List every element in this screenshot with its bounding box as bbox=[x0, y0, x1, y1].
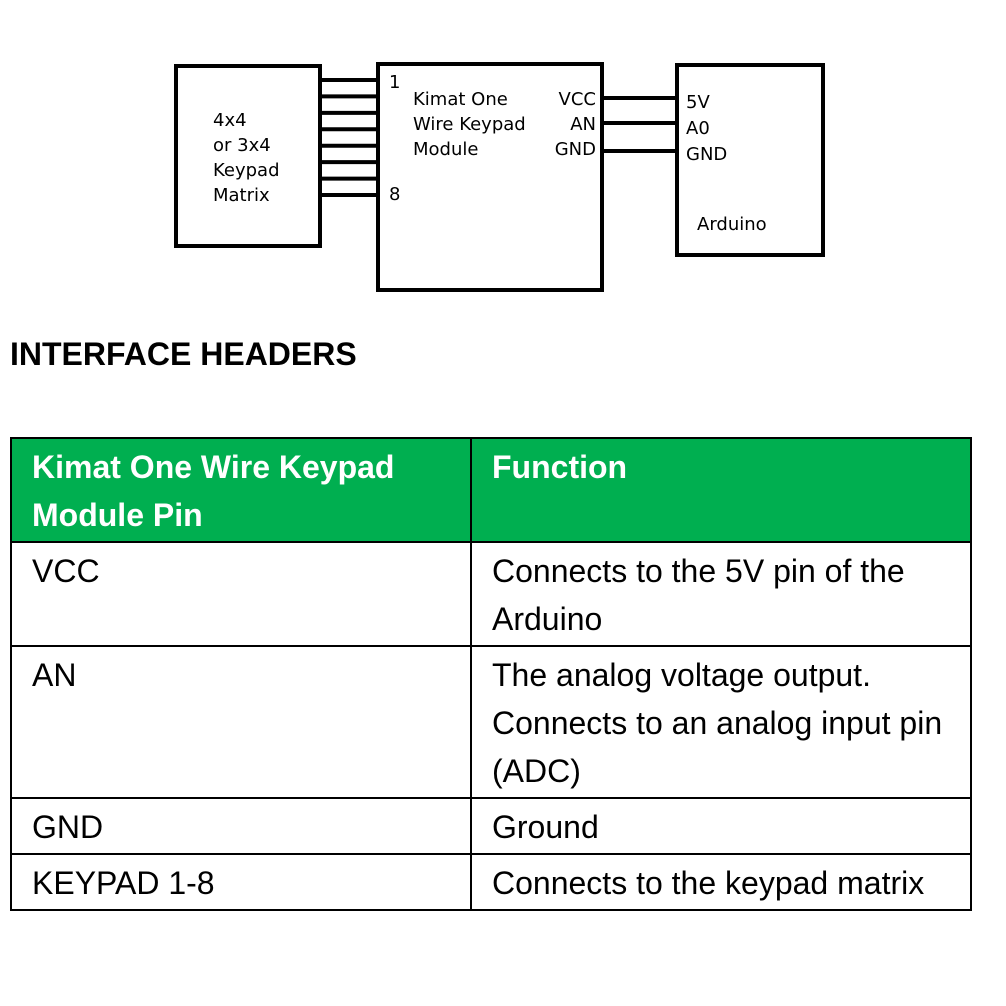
table-row: VCC Connects to the 5V pin of the Arduin… bbox=[10, 541, 972, 647]
keypad-matrix-label: 4x4 or 3x4 Keypad Matrix bbox=[213, 108, 280, 208]
cell-pin: VCC bbox=[10, 541, 472, 647]
wiring-diagram-lines bbox=[174, 62, 825, 292]
cell-function: Connects to the 5V pin of the Arduino bbox=[470, 541, 972, 647]
cell-function: Ground bbox=[470, 797, 972, 855]
module-pin-gnd: GND bbox=[554, 139, 596, 160]
pin-8-label: 8 bbox=[389, 184, 401, 205]
keypad-label-line: Matrix bbox=[213, 185, 270, 206]
module-title-line: Wire Keypad bbox=[413, 114, 526, 135]
cell-pin: KEYPAD 1-8 bbox=[10, 853, 472, 911]
module-title: Kimat One Wire Keypad Module bbox=[413, 87, 526, 162]
section-title: INTERFACE HEADERS bbox=[10, 336, 357, 372]
arduino-pin-a0: A0 bbox=[686, 118, 710, 139]
arduino-label: Arduino bbox=[697, 214, 767, 235]
keypad-wires bbox=[320, 78, 378, 197]
header-function: Function bbox=[470, 437, 972, 543]
table-row: AN The analog voltage output. Connects t… bbox=[10, 645, 972, 799]
cell-pin: AN bbox=[10, 645, 472, 799]
table-header-row: Kimat One Wire Keypad Module Pin Functio… bbox=[10, 437, 972, 543]
arduino-box bbox=[675, 63, 825, 257]
wiring-diagram: 4x4 or 3x4 Keypad Matrix 1 8 Kimat One W… bbox=[0, 0, 1006, 310]
table-row: GND Ground bbox=[10, 797, 972, 855]
module-title-line: Kimat One bbox=[413, 89, 508, 110]
keypad-label-line: or 3x4 bbox=[213, 135, 271, 156]
cell-function: The analog voltage output. Connects to a… bbox=[470, 645, 972, 799]
module-pin-vcc: VCC bbox=[558, 89, 596, 110]
module-power-pins: VCC AN GND bbox=[548, 87, 596, 162]
interface-headers-table: Kimat One Wire Keypad Module Pin Functio… bbox=[10, 437, 972, 911]
arduino-pin-gnd: GND bbox=[686, 144, 728, 165]
keypad-matrix-box bbox=[174, 64, 322, 248]
table-row: KEYPAD 1-8 Connects to the keypad matrix bbox=[10, 853, 972, 911]
arduino-pins: 5V A0 GND bbox=[686, 90, 727, 168]
keypad-label-line: 4x4 bbox=[213, 110, 247, 131]
module-pin-an: AN bbox=[570, 114, 596, 135]
pin-1-label: 1 bbox=[389, 72, 401, 93]
keypad-label-line: Keypad bbox=[213, 160, 280, 181]
arduino-pin-5v: 5V bbox=[686, 92, 710, 113]
cell-pin: GND bbox=[10, 797, 472, 855]
cell-function: Connects to the keypad matrix bbox=[470, 853, 972, 911]
module-title-line: Module bbox=[413, 139, 479, 160]
header-pin: Kimat One Wire Keypad Module Pin bbox=[10, 437, 472, 543]
